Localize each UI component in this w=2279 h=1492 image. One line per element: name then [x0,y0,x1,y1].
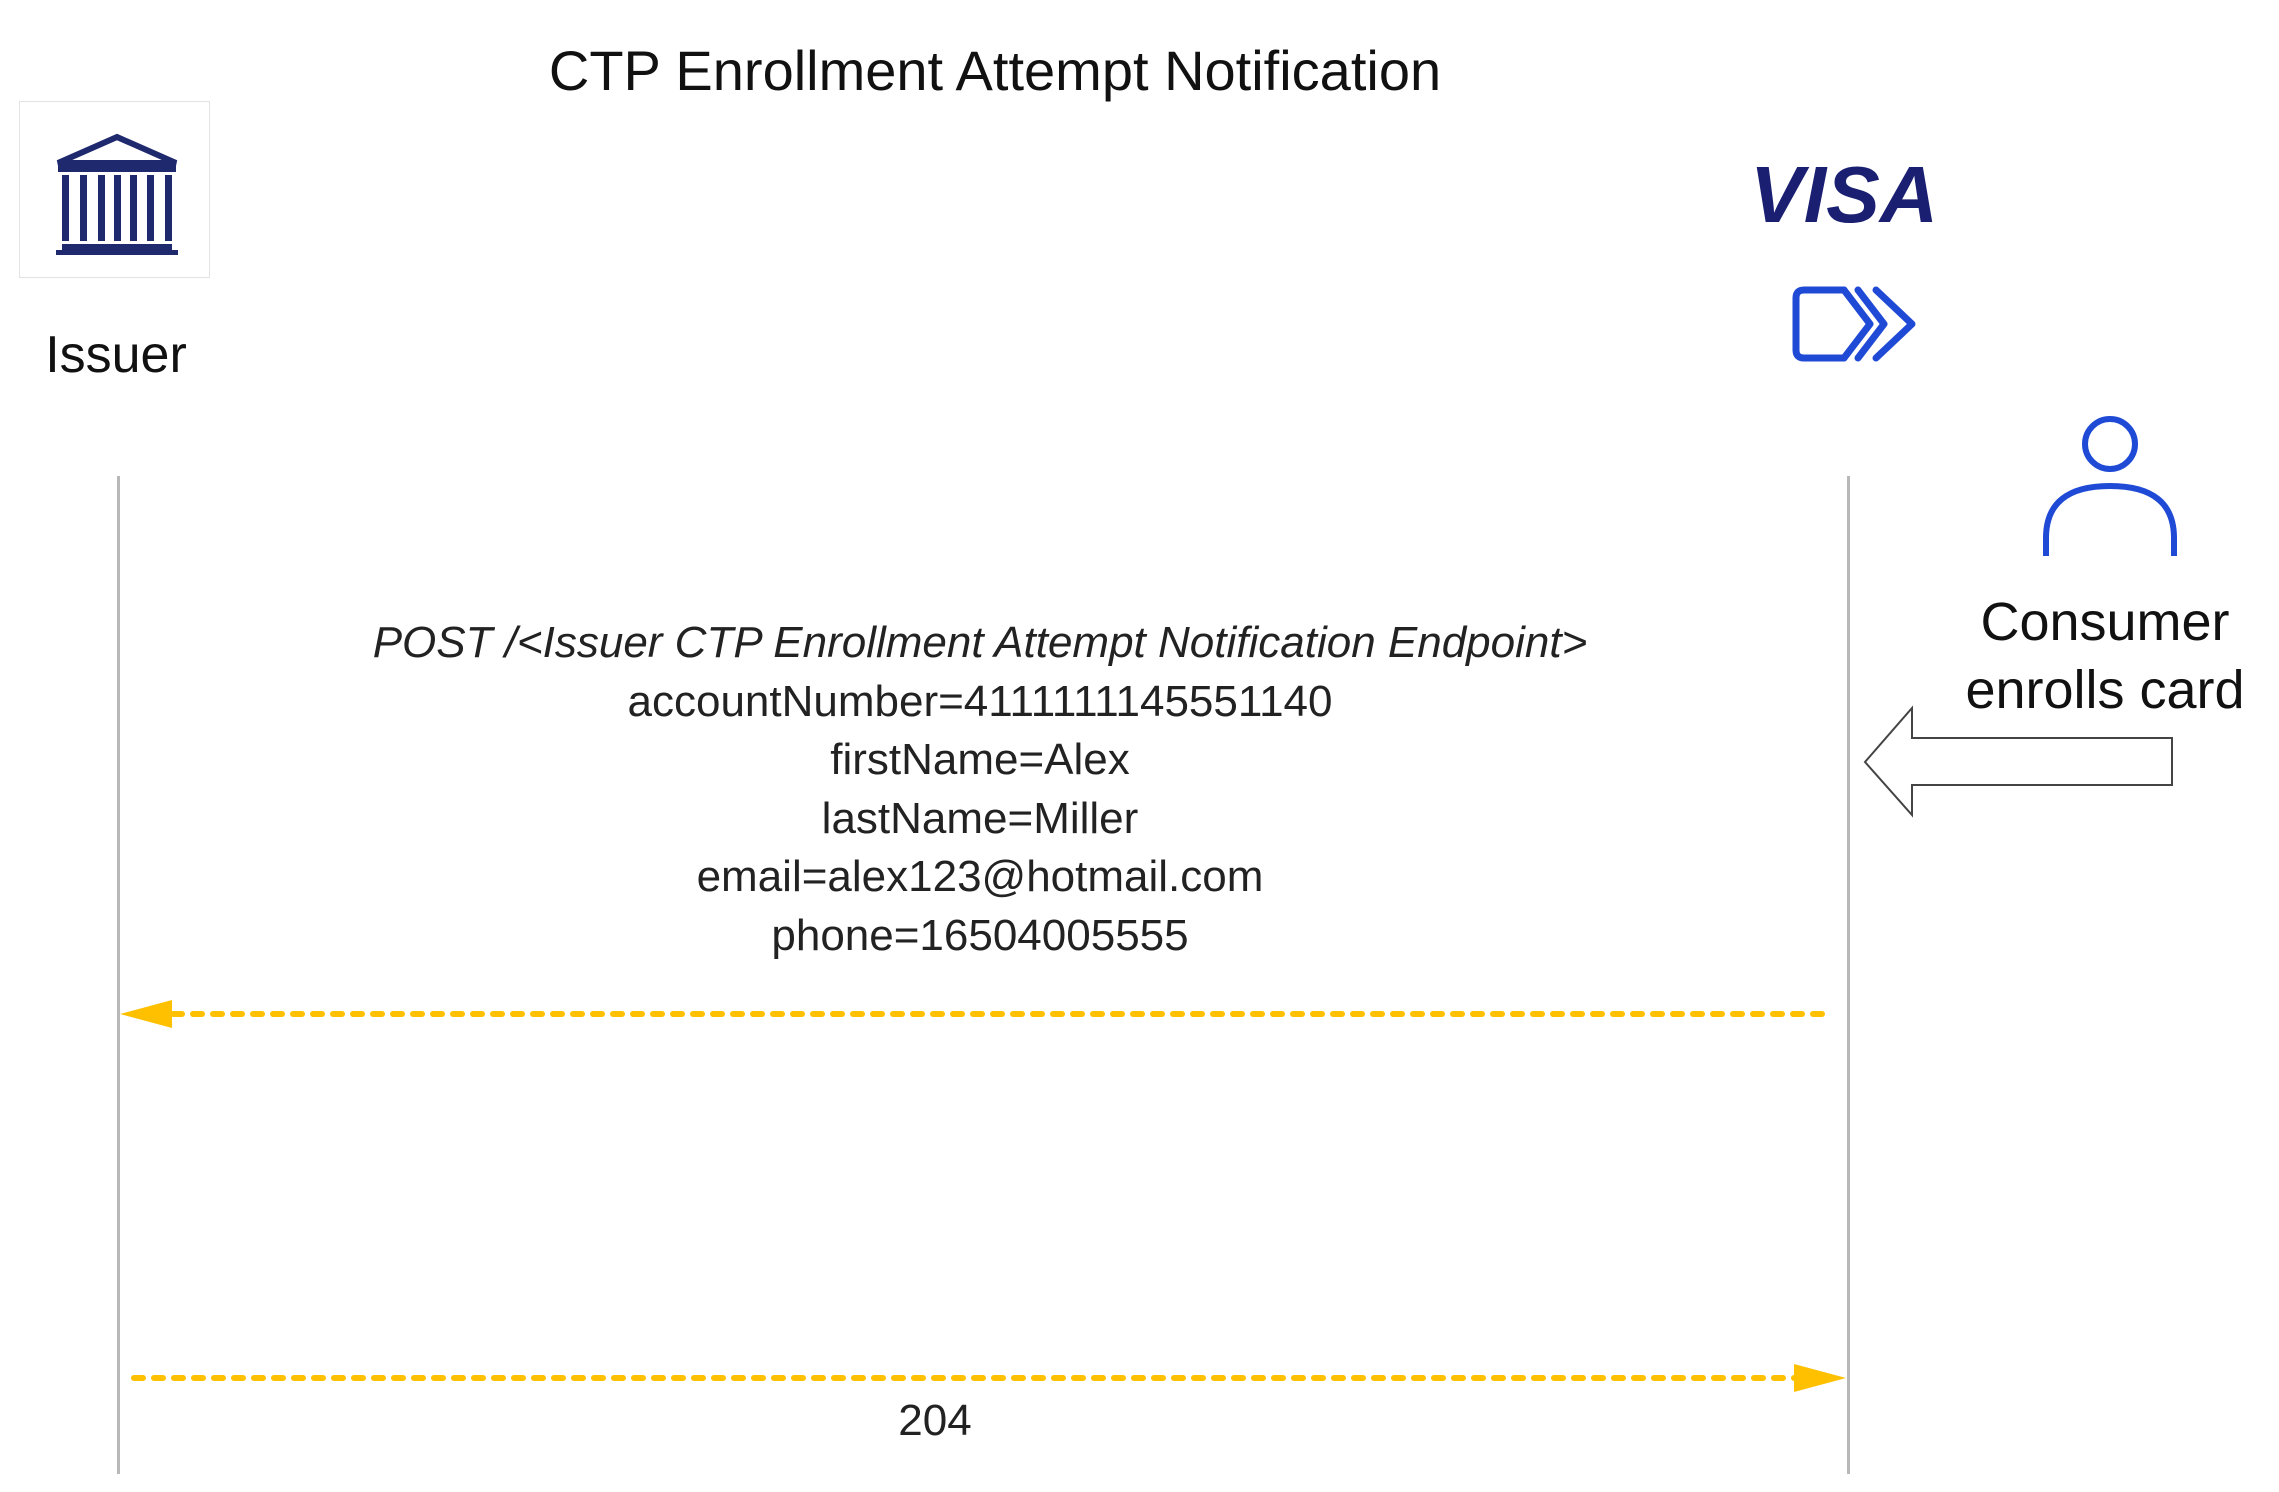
request-last-name: lastName=Miller [821,793,1139,843]
request-account-number: accountNumber=4111111145551140 [627,676,1333,726]
issuer-lifeline [117,476,120,1474]
issuer-label: Issuer [45,326,187,384]
visa-lifeline [1847,476,1850,1474]
bank-icon [56,133,178,255]
request-email: email=alex123@hotmail.com [696,852,1264,901]
enroll-arrow [1863,705,2173,818]
request-endpoint: POST /<Issuer CTP Enrollment Attempt Not… [372,618,1588,667]
request-message: POST /<Issuer CTP Enrollment Attempt Not… [240,614,1720,965]
person-icon [2043,416,2177,556]
response-arrowhead [1794,1364,1846,1392]
diagram-title: CTP Enrollment Attempt Notification [548,39,1442,102]
response-status: 204 [898,1396,972,1445]
visa-logo-text: VISA [1750,158,1938,230]
consumer-label: Consumer enrolls card [1950,588,2260,724]
request-first-name: firstName=Alex [830,735,1130,784]
consumer-label-line2: enrolls card [1965,660,2245,720]
request-arrowhead [120,1000,172,1028]
click-to-pay-icon [1792,286,1916,362]
visa-logo: VISA [1750,158,1938,230]
request-phone: phone=16504005555 [771,910,1189,960]
consumer-label-line1: Consumer [1980,592,2230,652]
